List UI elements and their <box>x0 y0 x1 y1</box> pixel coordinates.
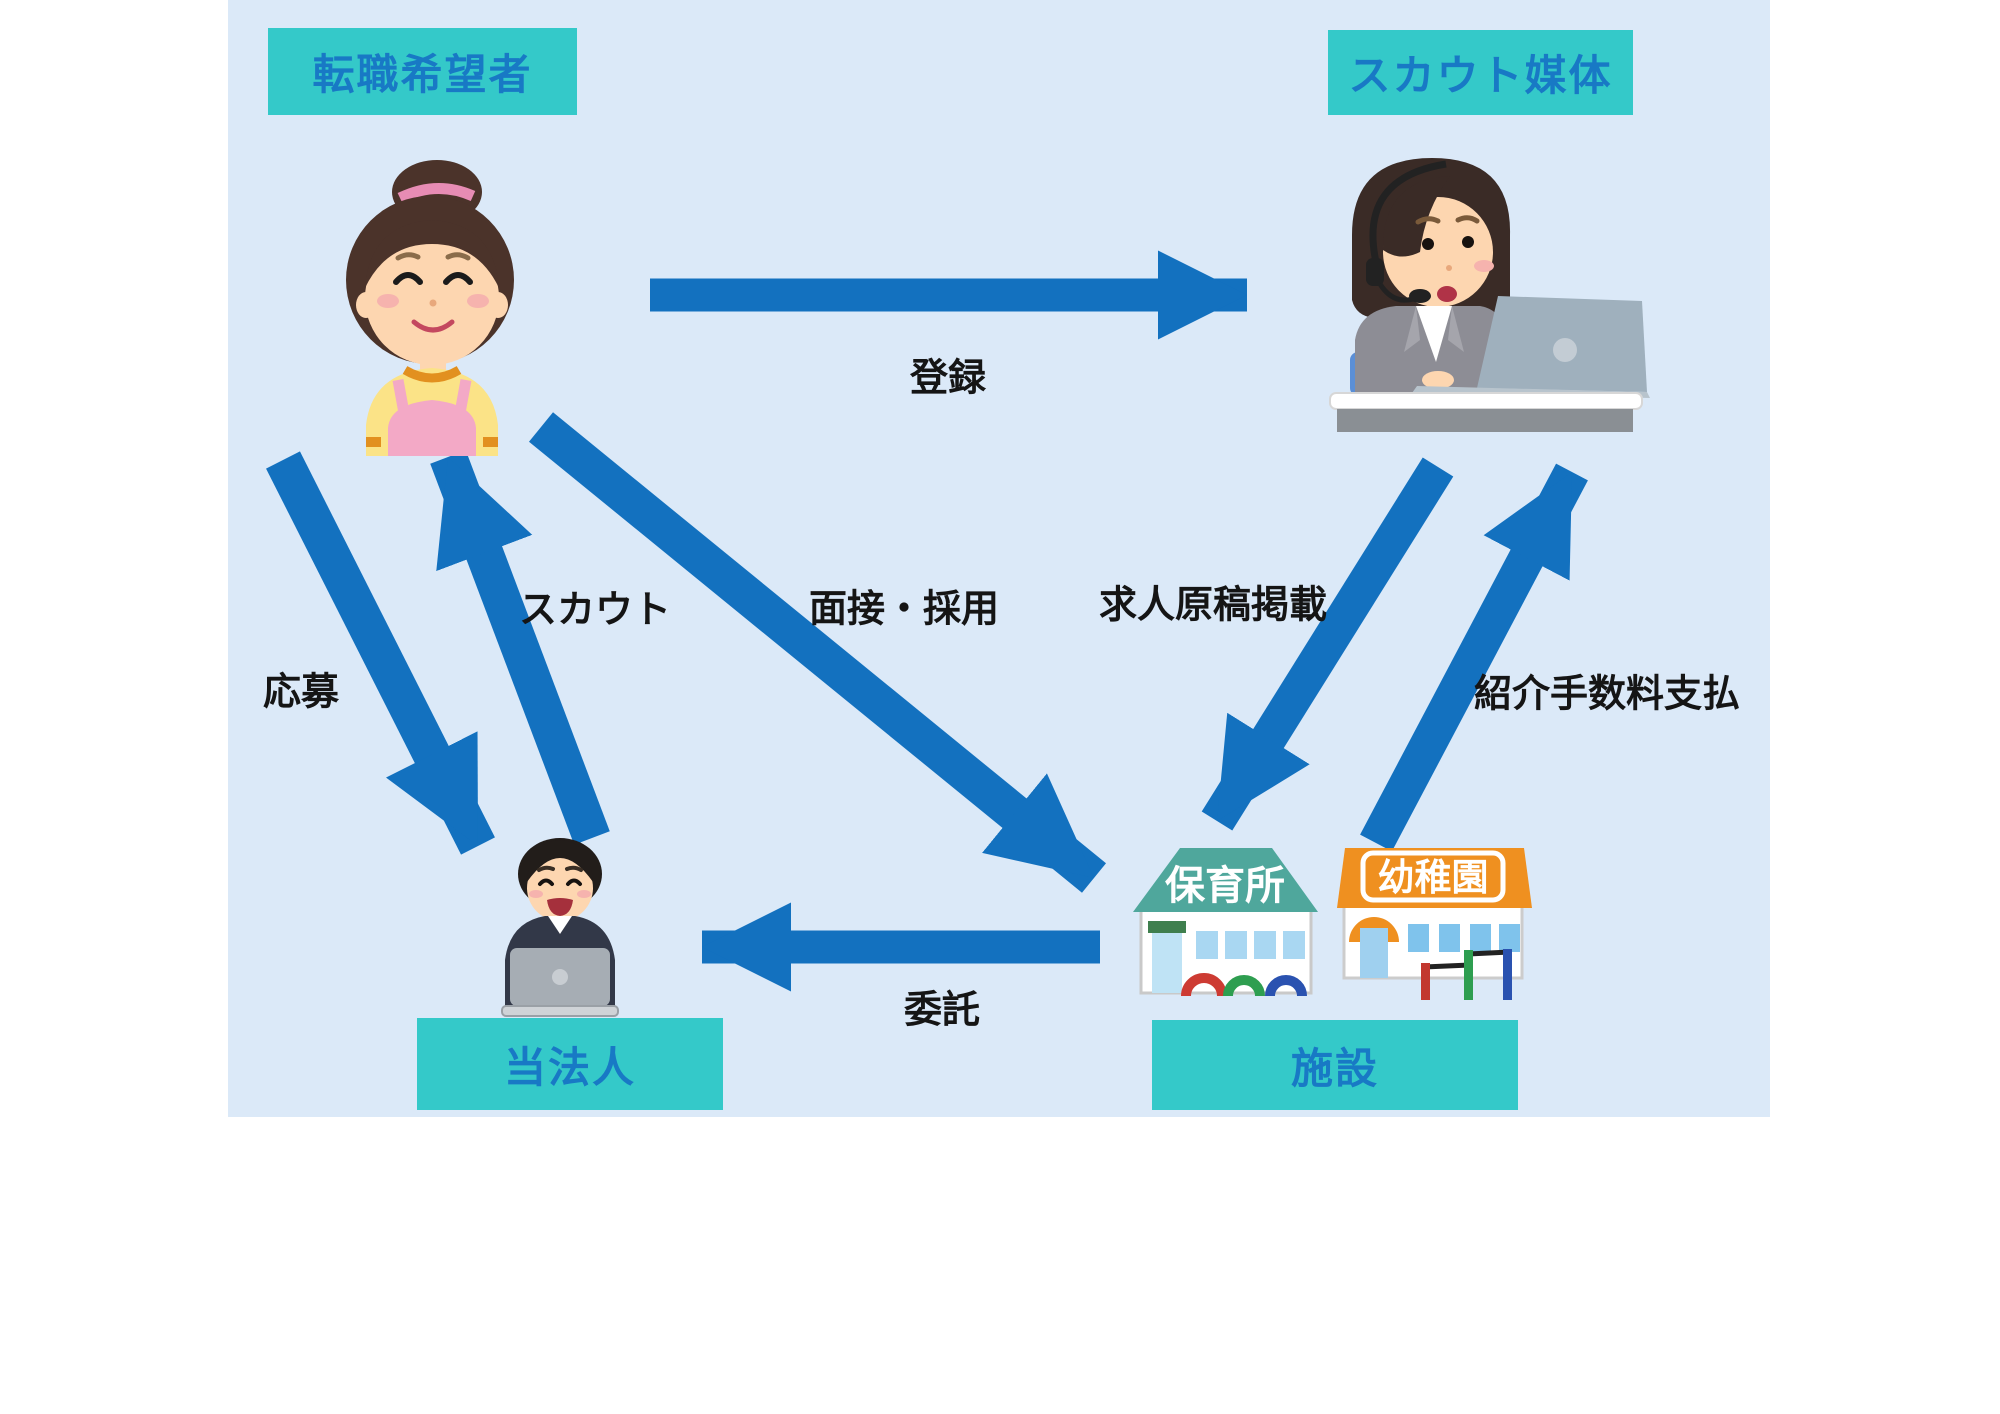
operator-desk-front <box>1337 409 1633 432</box>
operator-headset-earpiece <box>1366 258 1384 286</box>
arrow-apply <box>266 451 495 855</box>
node-job-seeker: 転職希望者 <box>268 28 577 115</box>
man-laptop-base <box>501 1005 619 1017</box>
girl-nose <box>429 299 437 307</box>
operator-lapel-left <box>1404 306 1420 352</box>
nursery-arch-green <box>1223 975 1265 997</box>
operator-shirt <box>1416 306 1452 362</box>
edge-label-apply: 応募 <box>262 669 340 714</box>
edge-label-register: 登録 <box>909 355 987 400</box>
man-blush-left <box>529 890 543 898</box>
kindergarten-roof <box>1337 848 1532 908</box>
nursery-window-4 <box>1283 931 1305 959</box>
nursery-roof <box>1133 848 1318 912</box>
arrow-interview-hire <box>528 412 1107 893</box>
nursery-door <box>1152 933 1182 993</box>
operator-desk-top <box>1329 392 1643 410</box>
girl-bangs <box>365 220 499 288</box>
girl-apron <box>388 400 476 456</box>
kindergarten-window-3 <box>1470 924 1491 952</box>
girl-blush-left <box>377 294 399 308</box>
girl-blush-right <box>467 294 489 308</box>
operator-eyebrow-left <box>1415 216 1441 225</box>
node-facility: 施設 <box>1152 1020 1518 1110</box>
girl-neck <box>420 356 446 372</box>
nursery-building-illustration: 保育所 <box>1133 848 1318 997</box>
scout-media-operator-illustration <box>1329 158 1650 432</box>
nursery-roof-title: 保育所 <box>1165 863 1285 909</box>
playground-post-red <box>1421 963 1430 1000</box>
kindergarten-window-2 <box>1439 924 1460 952</box>
operator-lapel-right <box>1448 306 1464 352</box>
node-scout-media: スカウト媒体 <box>1328 30 1633 115</box>
girl-collar <box>402 366 462 383</box>
man-shirt-collar <box>548 916 572 934</box>
girl-face <box>365 231 499 365</box>
playground-bar-low <box>1423 962 1471 970</box>
operator-hand <box>1422 371 1454 389</box>
operator-blush <box>1474 260 1494 272</box>
operator-jacket <box>1355 306 1508 395</box>
man-bangs <box>527 840 593 882</box>
man-eyebrow-left <box>537 865 555 872</box>
girl-cuff-left <box>366 437 381 447</box>
job-seeker-illustration <box>346 160 514 456</box>
nursery-arch-red <box>1181 973 1227 997</box>
playground-post-blue <box>1503 949 1512 1000</box>
edge-label-interview-hire: 面接・採用 <box>808 586 1000 631</box>
corporation-man-illustration <box>501 838 619 1017</box>
operator-headset-mic <box>1409 289 1431 303</box>
edge-label-entrust: 委託 <box>903 987 981 1032</box>
operator-nose <box>1446 265 1452 271</box>
kindergarten-window-4 <box>1499 924 1520 952</box>
arrow-scout <box>430 450 610 845</box>
man-eye-right <box>566 878 582 886</box>
operator-eye-left <box>1422 238 1434 250</box>
nursery-window-2 <box>1225 931 1247 959</box>
arrow-job-posting <box>1201 457 1454 831</box>
girl-eye-left <box>393 272 423 285</box>
nursery-door-header <box>1148 921 1186 933</box>
operator-mouth <box>1437 286 1457 302</box>
girl-eye-right <box>443 272 473 285</box>
playground-post-green <box>1464 950 1473 1000</box>
man-eye-left <box>538 878 554 886</box>
girl-mouth <box>411 319 455 333</box>
man-laptop-logo <box>552 969 568 985</box>
nursery-window-3 <box>1254 931 1276 959</box>
nursery-arch-blue <box>1265 975 1307 997</box>
man-mouth <box>547 898 573 916</box>
kindergarten-roof-title: 幼稚園 <box>1378 856 1489 899</box>
kindergarten-window-1 <box>1408 924 1429 952</box>
kindergarten-building-illustration: 幼稚園 <box>1337 848 1532 1000</box>
kindergarten-door <box>1360 928 1388 978</box>
edge-label-job-posting: 求人原稿掲載 <box>1098 582 1328 627</box>
operator-eye-right <box>1462 236 1474 248</box>
operator-headset-band <box>1369 160 1447 263</box>
kindergarten-roof-sign <box>1360 850 1506 903</box>
man-eyebrow-right <box>565 865 583 872</box>
girl-scrunchie <box>397 182 476 204</box>
girl-cuff-right <box>483 437 498 447</box>
edge-label-referral-fee: 紹介手数料支払 <box>1473 671 1741 716</box>
operator-laptop-logo <box>1553 338 1577 362</box>
node-corporation: 当法人 <box>417 1018 723 1110</box>
girl-eyebrow-right <box>445 252 471 261</box>
man-face <box>527 855 593 921</box>
nursery-window-1 <box>1196 931 1218 959</box>
operator-bangs <box>1382 176 1450 257</box>
operator-eyebrow-right <box>1455 215 1480 224</box>
arrow-referral-fee <box>1360 463 1588 852</box>
man-blush-right <box>577 890 591 898</box>
girl-eyebrow-left <box>395 252 421 261</box>
edge-label-scout: スカウト <box>518 587 672 632</box>
